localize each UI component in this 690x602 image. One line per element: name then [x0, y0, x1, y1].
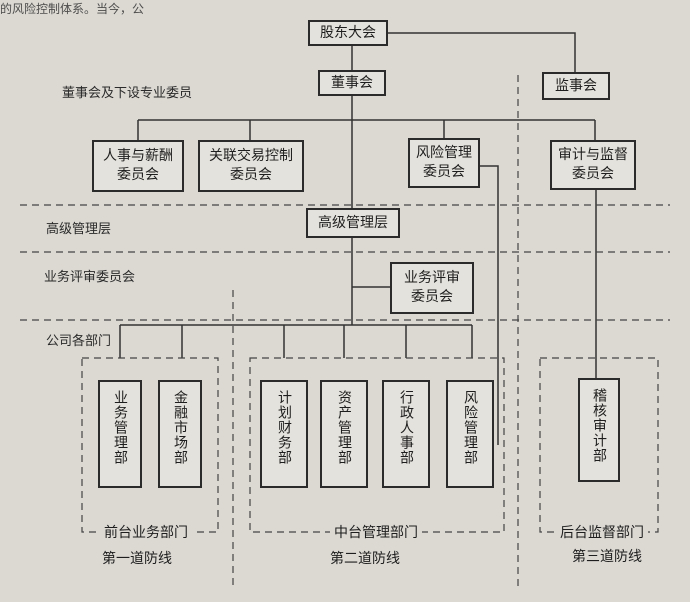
layer-label-departments: 公司各部门 [46, 334, 112, 349]
layer-label-review: 业务评审委员会 [44, 270, 136, 285]
node-review-committee: 业务评审 委员会 [390, 262, 474, 314]
node-senior-management: 高级管理层 [306, 208, 400, 238]
defense-line-3: 第三道防线 [572, 549, 642, 565]
layer-label-board: 董事会及下设专业委员 [62, 86, 193, 101]
defense-line-2: 第二道防线 [330, 551, 400, 567]
dept-back-1: 稽核审计部 [578, 378, 620, 482]
node-risk-committee: 风险管理 委员会 [408, 138, 480, 188]
node-audit-committee: 审计与监督 委员会 [550, 140, 636, 190]
cropped-text-fragment: 的风险控制体系。当今，公 [0, 2, 145, 16]
node-related-committee: 关联交易控制 委员会 [198, 140, 304, 192]
group-middle-title: 中台管理部门 [330, 522, 422, 542]
dept-middle-1: 计划财务部 [260, 380, 308, 488]
dept-middle-4: 风险管理部 [446, 380, 494, 488]
group-front-title: 前台业务部门 [100, 522, 192, 542]
dept-middle-2: 资产管理部 [320, 380, 368, 488]
node-hr-committee: 人事与薪酬 委员会 [92, 140, 184, 192]
layer-label-senior: 高级管理层 [46, 222, 112, 237]
defense-line-1: 第一道防线 [102, 551, 172, 567]
dept-front-2: 金融市场部 [158, 380, 202, 488]
node-supervisors: 监事会 [542, 72, 610, 100]
dept-front-1: 业务管理部 [98, 380, 142, 488]
group-back-title: 后台监督部门 [556, 522, 648, 542]
node-board: 董事会 [318, 70, 386, 96]
node-shareholders: 股东大会 [308, 20, 388, 46]
dept-middle-3: 行政人事部 [382, 380, 430, 488]
